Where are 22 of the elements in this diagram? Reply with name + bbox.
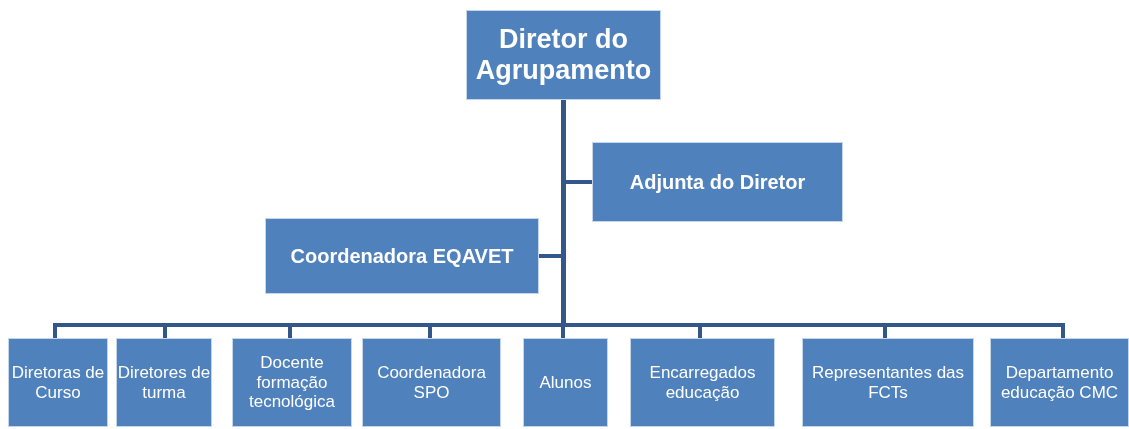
box-label: Encarregados educação: [648, 362, 757, 403]
box-label: Representantes das FCTs: [810, 362, 966, 403]
box-label: Departamento educação CMC: [999, 362, 1120, 403]
org-box: [362, 338, 501, 427]
box-label: Coordenadora EQAVET: [290, 244, 514, 268]
org-box: [116, 338, 212, 427]
org-box: [630, 338, 775, 427]
org-box: [265, 218, 539, 294]
box-label: Diretores de turma: [117, 362, 211, 403]
box-label: Diretoras de Curso: [10, 362, 106, 403]
org-box: [990, 338, 1129, 427]
org-box: [232, 338, 352, 427]
box-label: Alunos: [539, 372, 592, 393]
org-box: [523, 338, 608, 427]
org-box: [8, 338, 108, 427]
box-label: Adjunta do Diretor: [629, 170, 806, 194]
org-box: [466, 10, 661, 100]
box-label: Coordenadora SPO: [376, 362, 487, 403]
org-box: [802, 338, 974, 427]
box-label: Docente formação tecnológica: [248, 353, 336, 412]
org-box: [592, 142, 843, 222]
box-label: Diretor do Agrupamento: [474, 23, 653, 87]
